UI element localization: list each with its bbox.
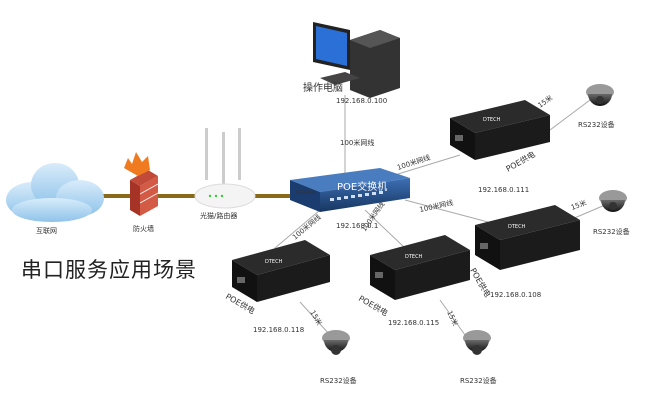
diagram-title: 串口服务应用场景 [21, 258, 197, 282]
switch-ip: 192.168.0.1 [336, 222, 378, 230]
camera-icon [322, 330, 350, 355]
router-label: 光猫/路由器 [200, 211, 237, 220]
server-118-brand: DTECH [265, 259, 283, 265]
serial-cable-111 [549, 99, 591, 131]
serial-server-118: DTECH [232, 240, 330, 302]
camera-118-label: RS232设备 [320, 376, 357, 385]
firewall-label: 防火墙 [133, 224, 154, 233]
camera-108-label: RS232设备 [593, 227, 630, 236]
pc-cable-label: 100米网线 [340, 138, 374, 147]
internet-label: 互联网 [36, 226, 57, 235]
camera-icon [586, 84, 614, 106]
server-108-serial: 15米 [570, 198, 588, 212]
firewall-icon [124, 152, 159, 216]
server-118-serial: 15米 [308, 309, 324, 327]
pc-icon [313, 22, 400, 98]
server-108-ip: 192.168.0.108 [490, 291, 541, 299]
server-111-ip: 192.168.0.111 [478, 186, 529, 194]
cable-server-118 [274, 209, 321, 249]
cable-server-108 [404, 199, 489, 223]
poe-switch-icon [290, 168, 410, 212]
camera-111-label: RS232设备 [578, 120, 615, 129]
server-111-serial: 15米 [536, 93, 554, 110]
server-118-cable: 100米网线 [291, 213, 323, 242]
switch-label: POE交换机 [337, 180, 387, 193]
serial-server-108: DTECH [475, 205, 580, 270]
serial-server-111: DTECH [450, 100, 550, 160]
server-108-brand: DTECH [508, 224, 526, 230]
camera-115-label: RS232设备 [460, 376, 497, 385]
internet-cloud-icon [6, 163, 104, 222]
serial-cable-115 [439, 299, 466, 336]
switch-brand: NETGEAR [296, 190, 315, 195]
server-115-poe: POE供电 [357, 293, 390, 318]
server-111-brand: DTECH [483, 117, 501, 123]
serial-cable-118 [299, 301, 331, 336]
pc-label: 操作电脑 [303, 81, 343, 94]
router-icon [194, 128, 256, 209]
serial-server-115: DTECH [370, 235, 470, 300]
server-115-brand: DTECH [405, 254, 423, 260]
camera-icon [599, 190, 627, 212]
camera-icon [463, 330, 491, 355]
server-115-ip: 192.168.0.115 [388, 319, 439, 327]
server-111-poe: POE供电 [504, 149, 537, 174]
server-118-ip: 192.168.0.118 [253, 326, 304, 334]
pc-ip: 192.168.0.100 [336, 97, 387, 105]
cable-server-115 [364, 209, 406, 249]
